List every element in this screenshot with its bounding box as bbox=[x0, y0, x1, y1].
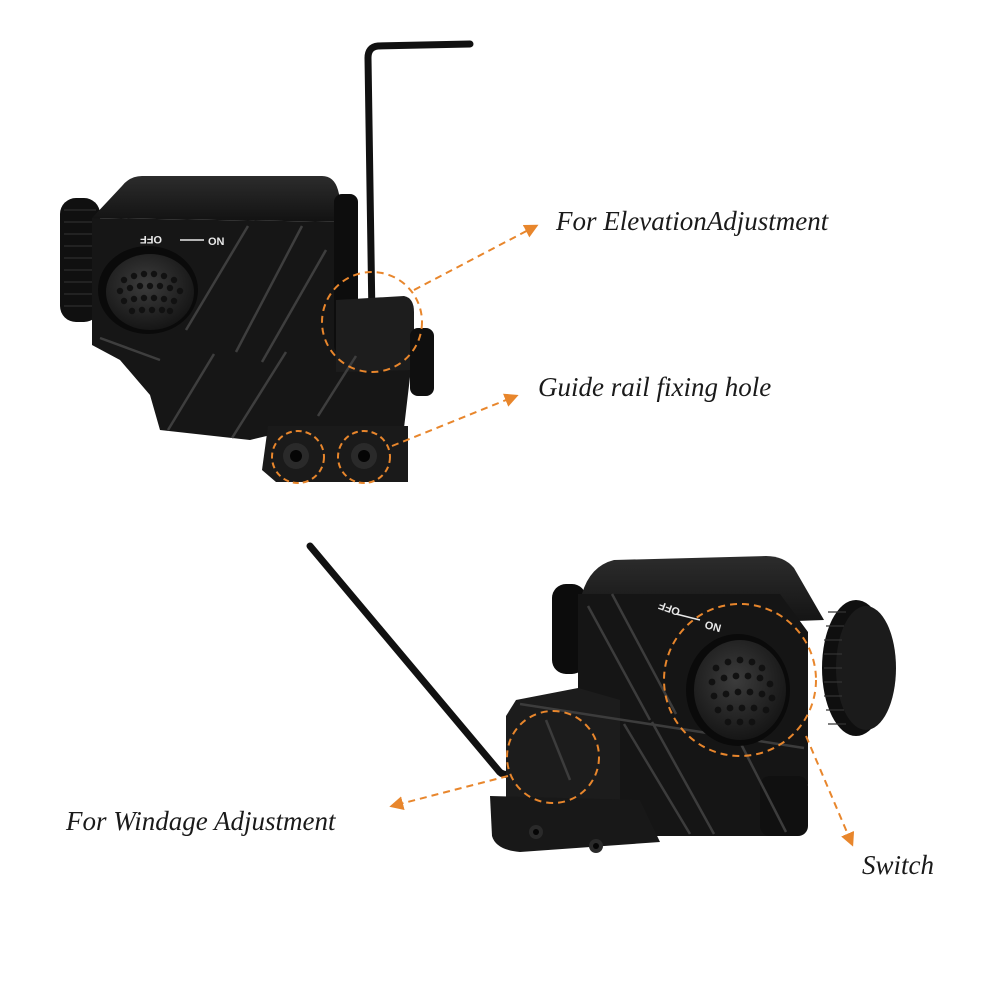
windage-highlight-circle bbox=[506, 710, 600, 804]
elevation-arrow bbox=[413, 224, 539, 291]
rail-hole-highlight-right bbox=[337, 430, 391, 484]
on-marking-bottom: ON bbox=[703, 619, 722, 635]
callouts-bottom bbox=[389, 603, 855, 847]
red-dot-sight-bottom: OFF ON bbox=[306, 542, 896, 853]
hex-key-top bbox=[364, 40, 474, 322]
red-dot-sight-top: OFF ON bbox=[60, 40, 474, 482]
elevation-highlight-circle bbox=[321, 271, 423, 373]
elevation-label: For ElevationAdjustment bbox=[556, 206, 829, 236]
switch-highlight-circle bbox=[663, 603, 817, 757]
off-marking-top: OFF bbox=[140, 233, 162, 245]
on-marking-top: ON bbox=[208, 236, 225, 248]
switch-arrow bbox=[805, 735, 855, 847]
on-off-arrow-bottom bbox=[675, 613, 701, 621]
windage-label: For Windage Adjustment bbox=[66, 806, 336, 836]
rail-hole-highlight-left bbox=[271, 430, 325, 484]
guide-rail-arrow bbox=[391, 393, 519, 447]
windage-arrow bbox=[389, 775, 509, 810]
callouts-top bbox=[271, 224, 539, 484]
switch-label: Switch bbox=[862, 850, 934, 880]
guide-rail-label: Guide rail fixing hole bbox=[538, 372, 772, 402]
